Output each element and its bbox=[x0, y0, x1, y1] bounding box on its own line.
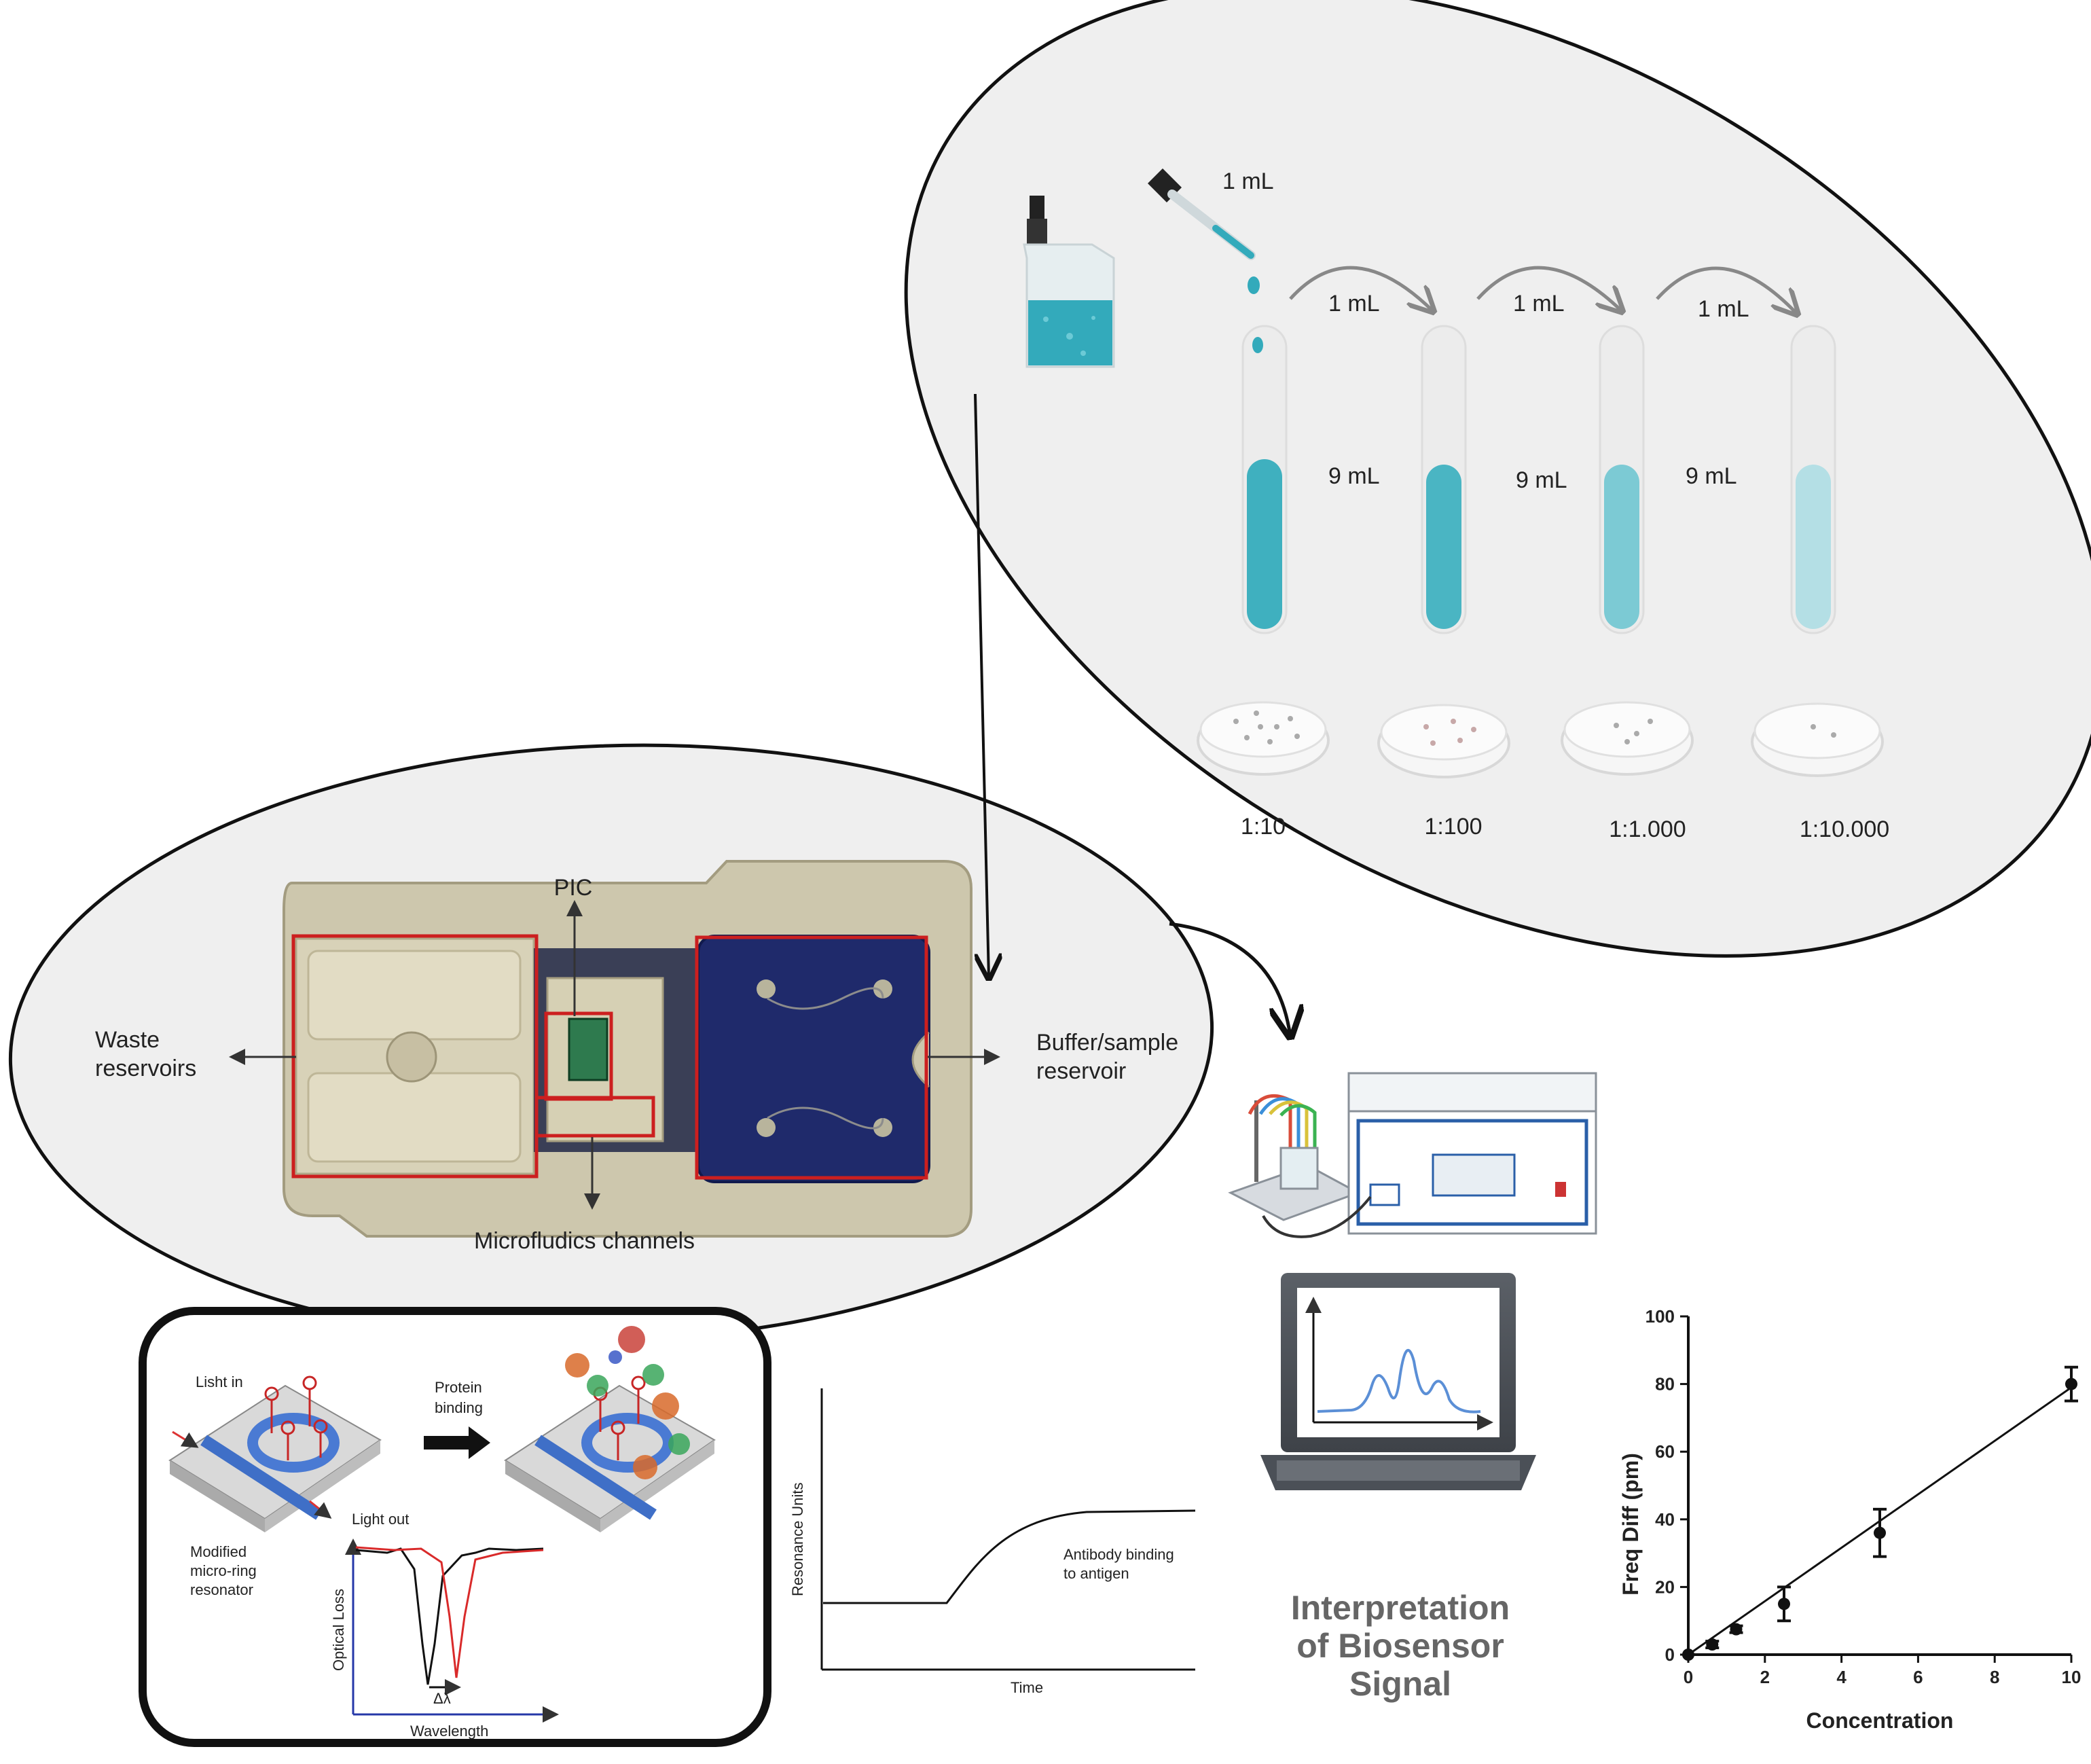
dilution-label-3: 1:1.000 bbox=[1609, 816, 1686, 842]
sensorgram-annotation-line1: Antibody binding bbox=[1063, 1546, 1174, 1563]
modified-resonator-label-line1: Modified bbox=[190, 1543, 247, 1560]
buffer-highlight-box bbox=[695, 935, 928, 1180]
chart-axes bbox=[1687, 1316, 2071, 1656]
sensorgram-curve bbox=[823, 1509, 1196, 1604]
chip-to-instrument-arrow bbox=[1169, 922, 1290, 1037]
light-in-label: Lisht in bbox=[196, 1373, 243, 1390]
chart-data-point bbox=[1778, 1598, 1790, 1610]
petri-dish-4 bbox=[1751, 702, 1884, 777]
stock-beaker bbox=[1023, 196, 1115, 368]
petri-dish-3 bbox=[1561, 701, 1694, 776]
sensorgram: Resonance Units Time Antibody binding to… bbox=[789, 1388, 1196, 1696]
waste-label-line1: Waste bbox=[95, 1027, 160, 1053]
chart-x-axis-title: Concentration bbox=[1806, 1708, 1954, 1733]
chart-x-tick-label: 8 bbox=[1990, 1667, 1999, 1687]
interpretation-title-line1: Interpretation bbox=[1291, 1589, 1510, 1627]
resonator-panel: Lisht in Protein binding Light out Modif… bbox=[139, 1307, 771, 1747]
interpretation-title-line2: of Biosensor bbox=[1296, 1627, 1504, 1665]
tube-4 bbox=[1790, 325, 1836, 634]
sensorgram-y-label: Resonance Units bbox=[789, 1482, 806, 1596]
transfer-arrow-3 bbox=[1656, 266, 1797, 314]
waste-label-line2: reservoirs bbox=[95, 1056, 196, 1081]
chart-y-tick-label: 20 bbox=[1655, 1577, 1675, 1597]
chart-x-tick-label: 10 bbox=[2062, 1667, 2081, 1687]
petri-dish-1 bbox=[1197, 701, 1330, 776]
wavelength-shift-label: Δλ bbox=[433, 1690, 451, 1707]
chart-data-point bbox=[1706, 1638, 1719, 1651]
pipette bbox=[1148, 168, 1260, 294]
instrument bbox=[1228, 1072, 1597, 1238]
dilution-label-1: 1:10 bbox=[1241, 814, 1286, 840]
chart-y-axis-title: Freq Diff (pm) bbox=[1618, 1453, 1643, 1596]
transfer-label-1: 1 mL bbox=[1328, 291, 1380, 317]
chart-points bbox=[1682, 1365, 2078, 1661]
chart-y-tick-label: 40 bbox=[1655, 1509, 1675, 1530]
chart-data-point bbox=[2065, 1378, 2077, 1390]
microfluidics-label: Microfludics channels bbox=[474, 1228, 695, 1254]
interpretation-title-line3: Signal bbox=[1349, 1665, 1451, 1703]
buffer-label-line1: Buffer/sample bbox=[1036, 1030, 1178, 1056]
tube-2 bbox=[1421, 325, 1467, 634]
chart-x-tick-label: 0 bbox=[1684, 1667, 1693, 1687]
protein-binding-label-line1: Protein bbox=[435, 1379, 482, 1396]
chart-x-tick-label: 6 bbox=[1913, 1667, 1923, 1687]
tube-1 bbox=[1241, 325, 1288, 634]
chart-y-tick-label: 100 bbox=[1645, 1306, 1675, 1327]
microfluidics-highlight-box bbox=[534, 1096, 655, 1138]
transfer-label-2: 1 mL bbox=[1513, 291, 1565, 317]
chart-data-point bbox=[1874, 1526, 1886, 1539]
sensorgram-x-label: Time bbox=[1011, 1679, 1043, 1696]
chart-data-point bbox=[1730, 1623, 1743, 1636]
laptop bbox=[1260, 1273, 1536, 1490]
dilution-panel: 1 mL 1 mL 1 mL 1 mL 9 mL 9 mL 9 mL bbox=[904, 0, 2091, 958]
optical-loss-plot: Optical Loss Wavelength Δλ bbox=[330, 1538, 559, 1740]
protein-binding-label-line2: binding bbox=[435, 1399, 483, 1416]
pic-label: PIC bbox=[554, 875, 593, 901]
tube-volume-label-3: 9 mL bbox=[1686, 463, 1737, 489]
transfer-arrow-1 bbox=[1289, 266, 1433, 311]
optical-loss-axis-label: Optical Loss bbox=[330, 1589, 347, 1671]
chart-data-point bbox=[1682, 1649, 1694, 1661]
modified-resonator-label-line3: resonator bbox=[190, 1581, 253, 1598]
wavelength-axis-label: Wavelength bbox=[410, 1723, 488, 1740]
sample-to-chip-arrow bbox=[974, 393, 989, 978]
transfer-label-3: 1 mL bbox=[1698, 296, 1749, 322]
dilution-label-2: 1:100 bbox=[1424, 814, 1482, 840]
dilution-label-4: 1:10.000 bbox=[1800, 816, 1889, 842]
tube-volume-label-1: 9 mL bbox=[1328, 463, 1380, 489]
chart-y-tick-label: 80 bbox=[1655, 1374, 1675, 1394]
pipette-volume-label: 1 mL bbox=[1222, 168, 1274, 194]
petri-dish-2 bbox=[1377, 704, 1510, 778]
chip-panel: PIC Waste reservoirs Buffer/sample reser… bbox=[8, 743, 1214, 1344]
modified-resonator-label-line2: micro-ring bbox=[190, 1562, 257, 1579]
light-out-label: Light out bbox=[352, 1511, 409, 1528]
buffer-label-line2: reservoir bbox=[1036, 1058, 1126, 1084]
chip-cartridge bbox=[283, 860, 972, 1238]
transfer-arrow-2 bbox=[1476, 266, 1622, 311]
tube-volume-label-2: 9 mL bbox=[1516, 467, 1567, 493]
chart-y-tick-label: 60 bbox=[1655, 1441, 1675, 1462]
chart-x-tick-label: 2 bbox=[1760, 1667, 1770, 1687]
tube-3 bbox=[1599, 325, 1645, 634]
sensorgram-annotation-line2: to antigen bbox=[1063, 1565, 1129, 1582]
chart-y-tick-label: 0 bbox=[1665, 1644, 1675, 1665]
chart-x-tick-label: 4 bbox=[1836, 1667, 1847, 1687]
